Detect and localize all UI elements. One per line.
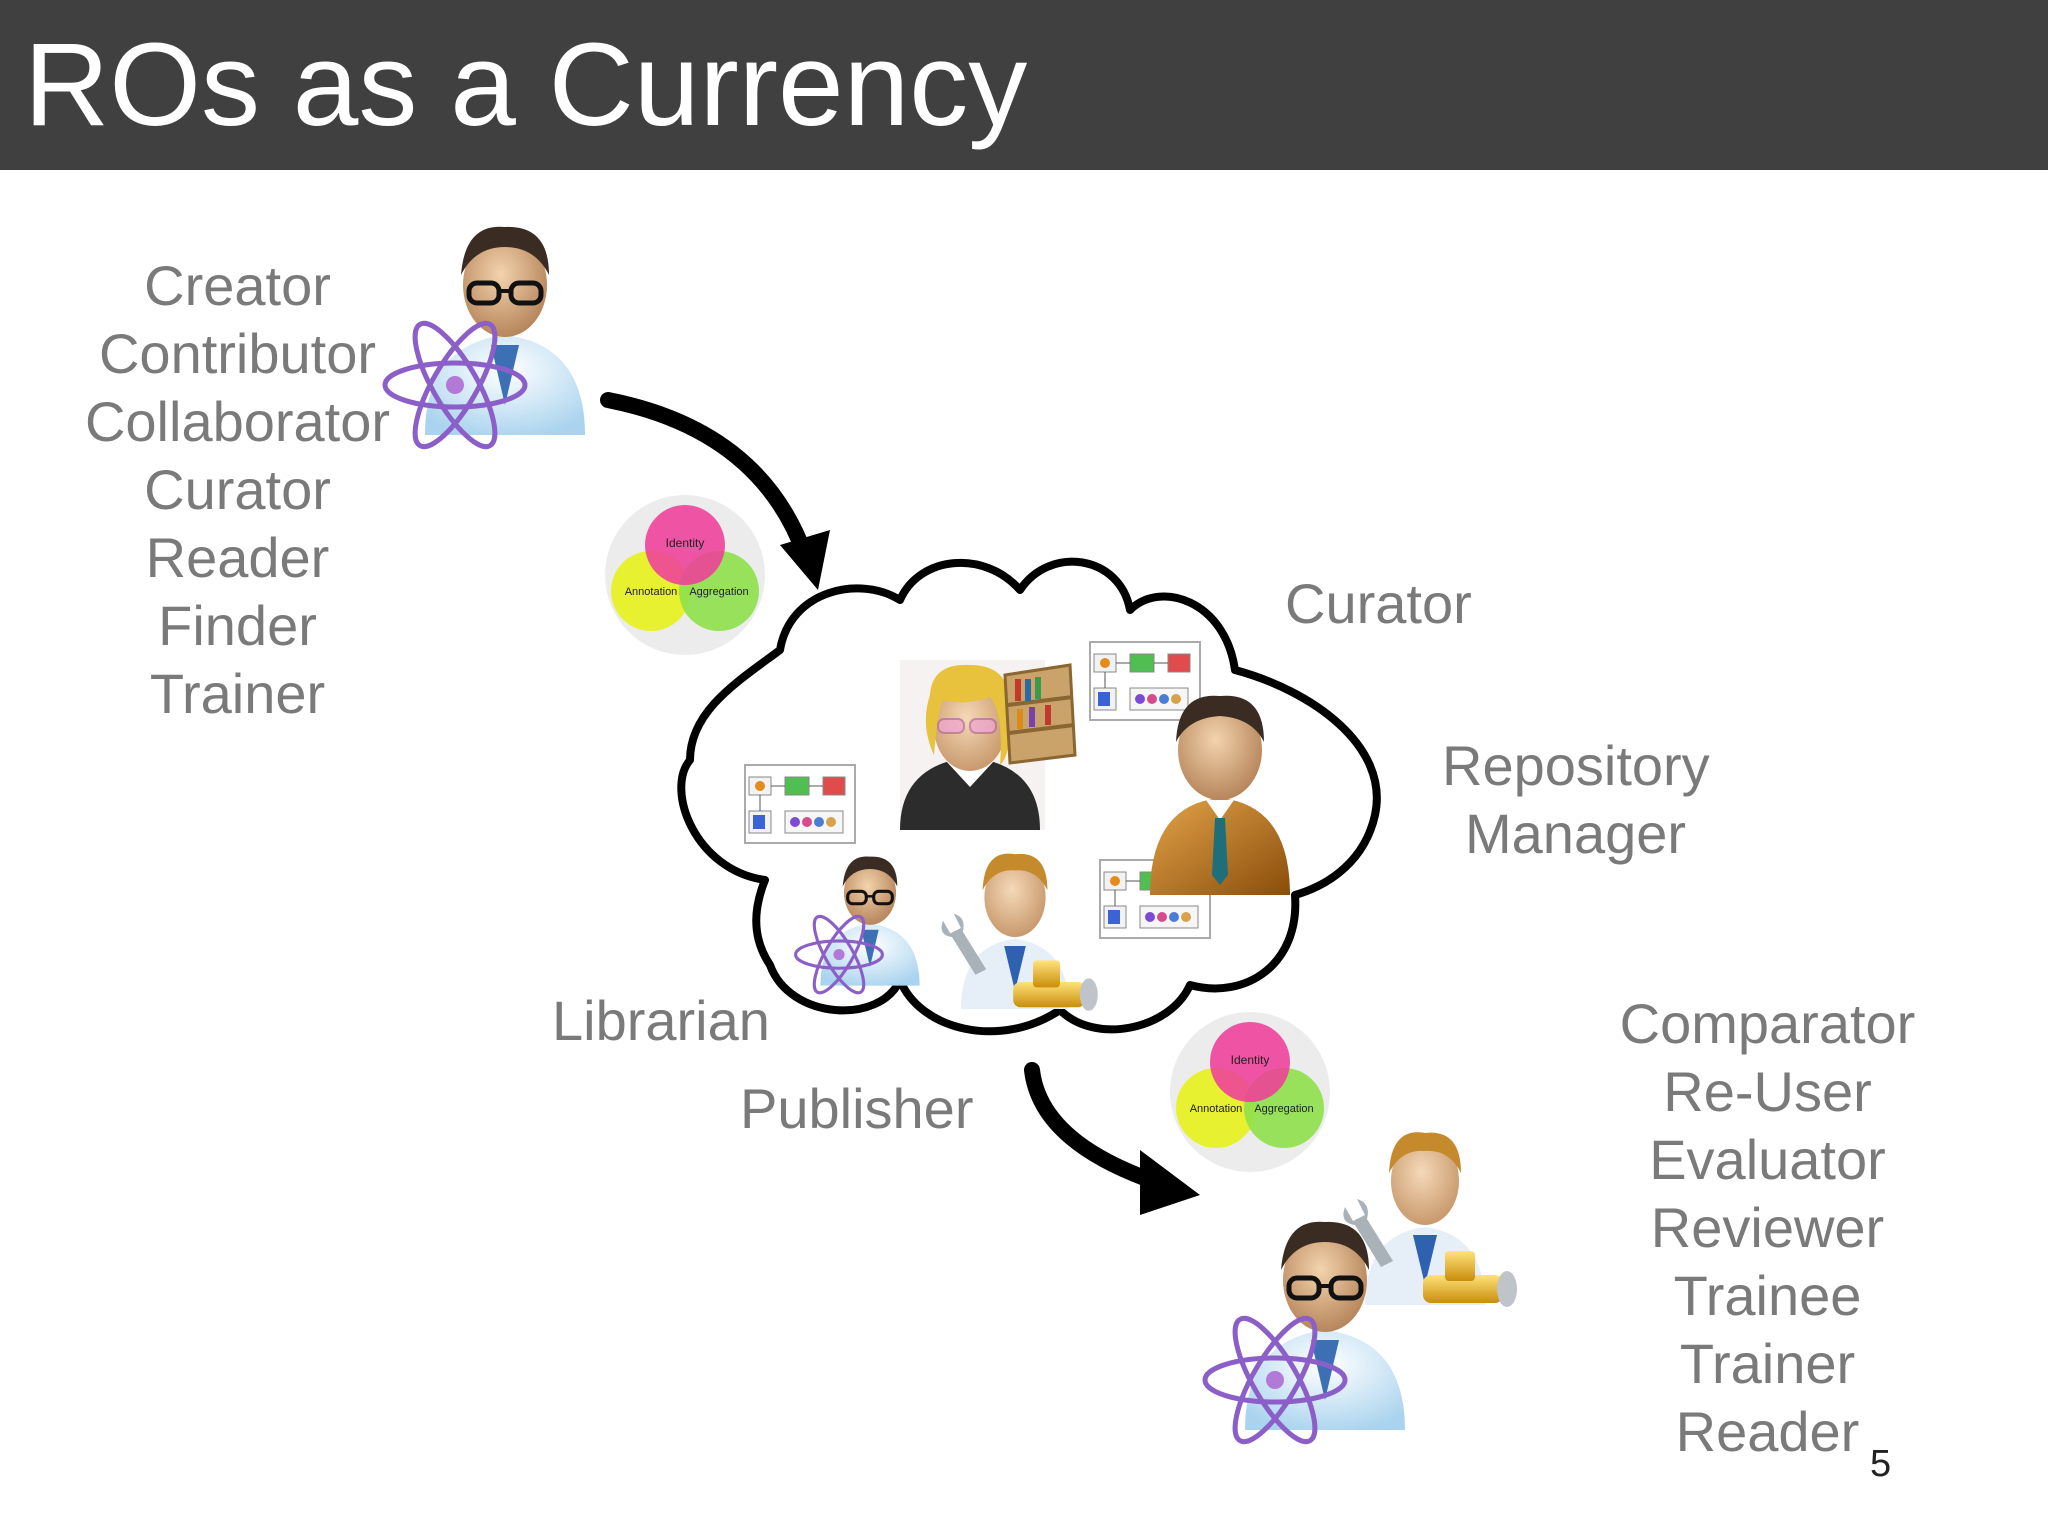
- publisher-label: Publisher: [740, 1077, 974, 1140]
- role-label: Reader: [1675, 1400, 1860, 1463]
- creator-scientist-icon: [385, 227, 585, 457]
- slide-title: ROs as a Currency: [24, 19, 1028, 151]
- role-label: Contributor: [98, 322, 377, 385]
- role-label: Trainer: [149, 662, 326, 725]
- arrow-head-icon: [1140, 1150, 1200, 1215]
- venn-annotation-label: Annotation: [1190, 1103, 1243, 1115]
- repository-manager-label-line1: Repository: [1442, 734, 1710, 797]
- role-label: Finder: [158, 594, 317, 657]
- role-label: Collaborator: [84, 390, 391, 453]
- role-label: Trainee: [1673, 1264, 1862, 1327]
- venn-aggregation-label: Aggregation: [1254, 1103, 1313, 1115]
- role-label: Reviewer: [1650, 1196, 1885, 1259]
- venn-annotation-label: Annotation: [625, 586, 678, 598]
- repository-manager-label-line2: Manager: [1465, 802, 1687, 865]
- venn-aggregation-label: Aggregation: [689, 586, 748, 598]
- venn-diagram-top: Identity Annotation Aggregation: [605, 495, 765, 655]
- role-label: Re-User: [1663, 1060, 1872, 1123]
- venn-diagram-bottom: Identity Annotation Aggregation: [1170, 1012, 1330, 1172]
- venn-identity-label: Identity: [1231, 1053, 1270, 1067]
- workflow-diagram-icon: [1089, 641, 1201, 721]
- role-label: Evaluator: [1649, 1128, 1886, 1191]
- arrow-head-icon: [780, 530, 830, 590]
- venn-identity-label: Identity: [666, 536, 705, 550]
- role-label: Curator: [144, 458, 331, 521]
- title-bar: ROs as a Currency: [0, 0, 2048, 170]
- bookshelf-icon: [1003, 663, 1077, 765]
- arrow-icon: [600, 392, 813, 563]
- librarian-label: Librarian: [552, 989, 770, 1052]
- arrow-icon: [1024, 1062, 1158, 1188]
- curator-label: Curator: [1285, 572, 1472, 635]
- creator-roles-list: Creator Contributor Collaborator Curator…: [70, 252, 405, 728]
- manager-icon: [1150, 695, 1290, 895]
- role-label: Trainer: [1679, 1332, 1856, 1395]
- page-number: 5: [1870, 1443, 1892, 1485]
- consumer-roles-list: Comparator Re-User Evaluator Reviewer Tr…: [1590, 990, 1945, 1466]
- role-label: Reader: [145, 526, 330, 589]
- role-label: Creator: [144, 254, 331, 317]
- role-label: Comparator: [1619, 992, 1916, 1055]
- consumer-technician-icon: [1343, 1132, 1517, 1307]
- workflow-diagram-icon: [744, 764, 856, 844]
